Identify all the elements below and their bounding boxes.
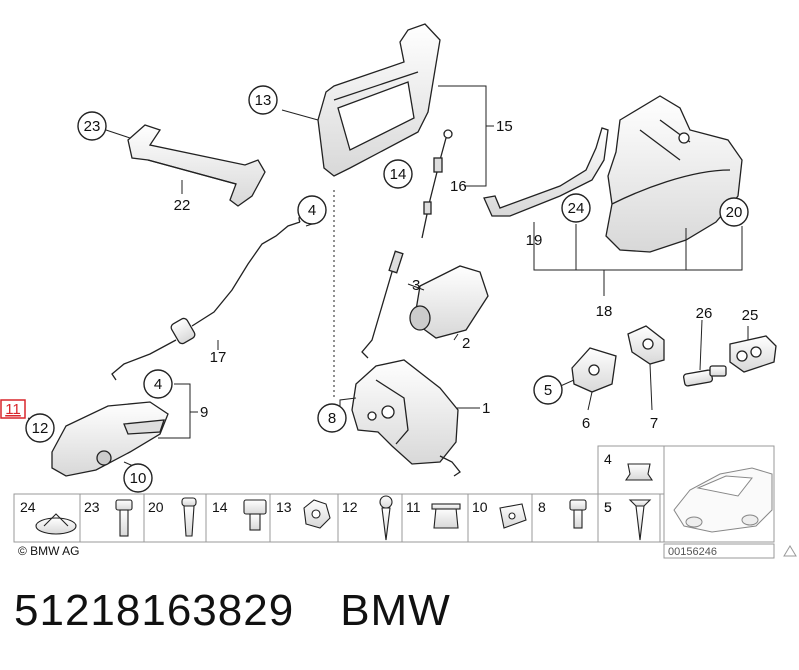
callout-4-top: 4: [308, 202, 316, 219]
callout-11-highlight: [0, 399, 26, 419]
strip-label-24: 24: [20, 499, 36, 515]
part-22-grip: [127, 124, 266, 207]
callout-5: 5: [544, 382, 552, 399]
callout-9: 9: [200, 404, 208, 421]
strip-label-8: 8: [538, 499, 546, 515]
screw-5-icon: [628, 499, 652, 541]
callout-16: 16: [450, 178, 467, 195]
callout-23: 23: [84, 118, 101, 135]
strip-label-5: 5: [604, 499, 612, 515]
callout-6: 6: [582, 415, 590, 432]
brand-name: BMW: [340, 586, 451, 635]
callout-22: 22: [174, 197, 191, 214]
callout-25: 25: [742, 307, 759, 324]
screw-12-icon: [379, 495, 393, 541]
callout-24: 24: [568, 200, 585, 217]
part-3-pull-rod: [361, 250, 404, 359]
part-17-cable: [111, 215, 305, 381]
callout-17: 17: [210, 349, 227, 366]
part-13-carrier-frame: [317, 23, 441, 177]
callout-4-bottom: 4: [154, 376, 162, 393]
part-19-seal: [483, 127, 609, 217]
callout-19: 19: [526, 232, 543, 249]
callout-10: 10: [130, 470, 147, 487]
callout-12: 12: [32, 420, 49, 437]
part-20-outer-handle: [605, 95, 743, 253]
warning-triangle-icon: [783, 545, 797, 557]
inset-panel: [597, 445, 775, 543]
clip-24-icon: [35, 517, 77, 535]
pin-20-icon: [181, 497, 197, 537]
strip-label-13: 13: [276, 499, 292, 515]
callout-15: 15: [496, 118, 513, 135]
inset-label-4: 4: [604, 451, 612, 467]
hardware-icons: [35, 495, 652, 541]
callout-1: 1: [482, 400, 490, 417]
bolt-23-icon: [115, 499, 133, 537]
strip-label-23: 23: [84, 499, 100, 515]
callout-2: 2: [462, 335, 470, 352]
part-12-inner-handle: [51, 401, 169, 477]
strip-label-11: 11: [406, 499, 421, 515]
clip-10-icon: [499, 503, 527, 529]
part-7-bracket: [627, 325, 665, 365]
hardware-strip: [13, 493, 661, 543]
diagram-number-box: [663, 543, 775, 559]
callout-11: 11: [5, 401, 21, 418]
part-2-actuator: [409, 265, 489, 339]
nut-13-icon: [303, 499, 331, 529]
callout-18: 18: [596, 303, 613, 320]
diagram-number: 00156246: [668, 546, 717, 558]
callout-8: 8: [328, 410, 336, 427]
part-number: 51218163829: [14, 586, 295, 635]
bolt-8-icon: [569, 499, 587, 529]
callout-14: 14: [390, 166, 407, 183]
callout-7: 7: [650, 415, 658, 432]
callout-13: 13: [255, 92, 272, 109]
inset-label-5: 5: [604, 499, 612, 515]
leader-lines: [27, 85, 749, 469]
callout-circles: [25, 85, 749, 493]
strip-label-20: 20: [148, 499, 164, 515]
strip-label-12: 12: [342, 499, 358, 515]
part-16-rod: [421, 129, 453, 239]
callout-26: 26: [696, 305, 713, 322]
part-26-lock-cylinder: [682, 365, 727, 387]
part-25-switch: [729, 335, 777, 373]
strip-label-10: 10: [472, 499, 488, 515]
caption: 51218163829 BMW: [14, 586, 497, 636]
copyright: © BMW AG: [18, 544, 80, 558]
inset-grommet-icon: [624, 463, 654, 481]
strip-label-14: 14: [212, 499, 228, 515]
part-1-door-lock: [351, 359, 461, 477]
car-silhouette: [673, 467, 773, 533]
clip-11-icon: [431, 503, 461, 529]
screw-14-icon: [243, 499, 267, 531]
part-6-bracket: [571, 347, 617, 393]
callout-3: 3: [412, 277, 420, 294]
callout-20: 20: [726, 204, 743, 221]
